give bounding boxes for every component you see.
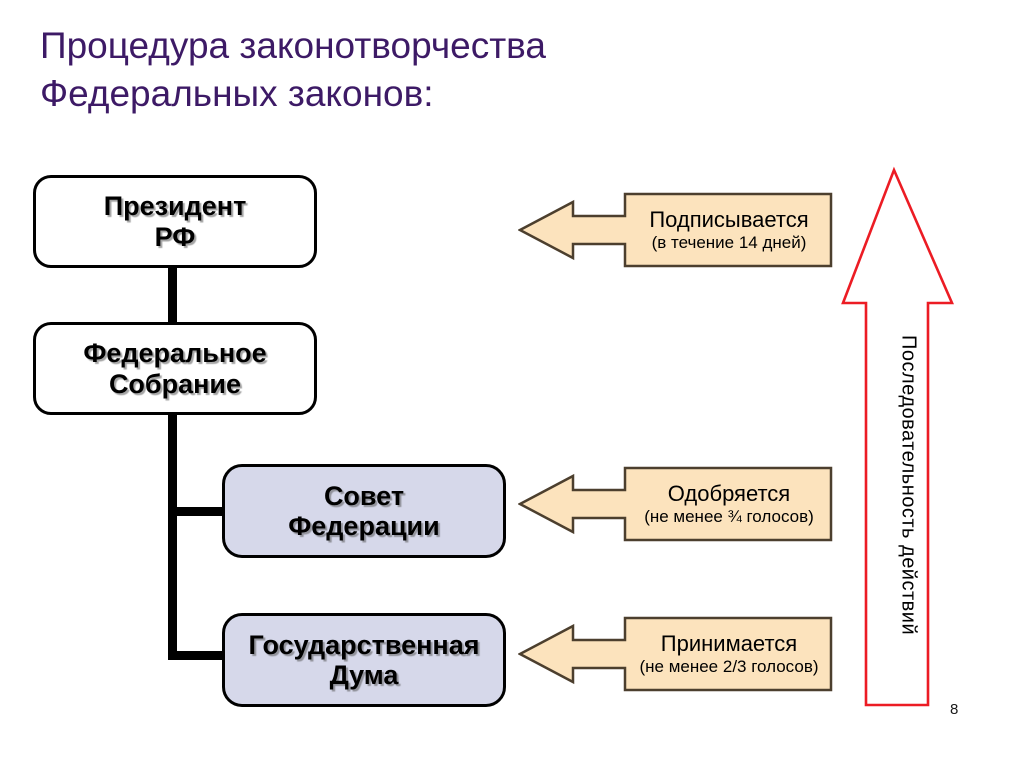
connector-president-to-assembly: [168, 265, 177, 325]
callout-signing[interactable]: Подписывается (в течение 14 дней): [518, 192, 833, 268]
connector-branch-council: [168, 507, 228, 516]
up-arrow-outline-shape: [841, 166, 954, 707]
connector-branch-duma: [168, 651, 228, 660]
node-state-duma[interactable]: Государственная Дума: [222, 613, 506, 707]
connector-assembly-trunk: [168, 412, 177, 660]
node-federation-council[interactable]: Совет Федерации: [222, 464, 506, 558]
left-arrow-callout-shape: [518, 466, 833, 542]
node-president[interactable]: Президент РФ: [33, 175, 317, 268]
callout-adoption[interactable]: Принимается (не менее 2/3 голосов): [518, 616, 833, 692]
left-arrow-callout-shape: [518, 616, 833, 692]
left-arrow-callout-shape: [518, 192, 833, 268]
sequence-arrow: [838, 165, 962, 710]
callout-approval[interactable]: Одобряется (не менее ¾ голосов): [518, 466, 833, 542]
page-number: 8: [950, 701, 959, 718]
page-title: Процедура законотворчества Федеральных з…: [40, 25, 546, 115]
node-federal-assembly[interactable]: Федеральное Собрание: [33, 322, 317, 415]
